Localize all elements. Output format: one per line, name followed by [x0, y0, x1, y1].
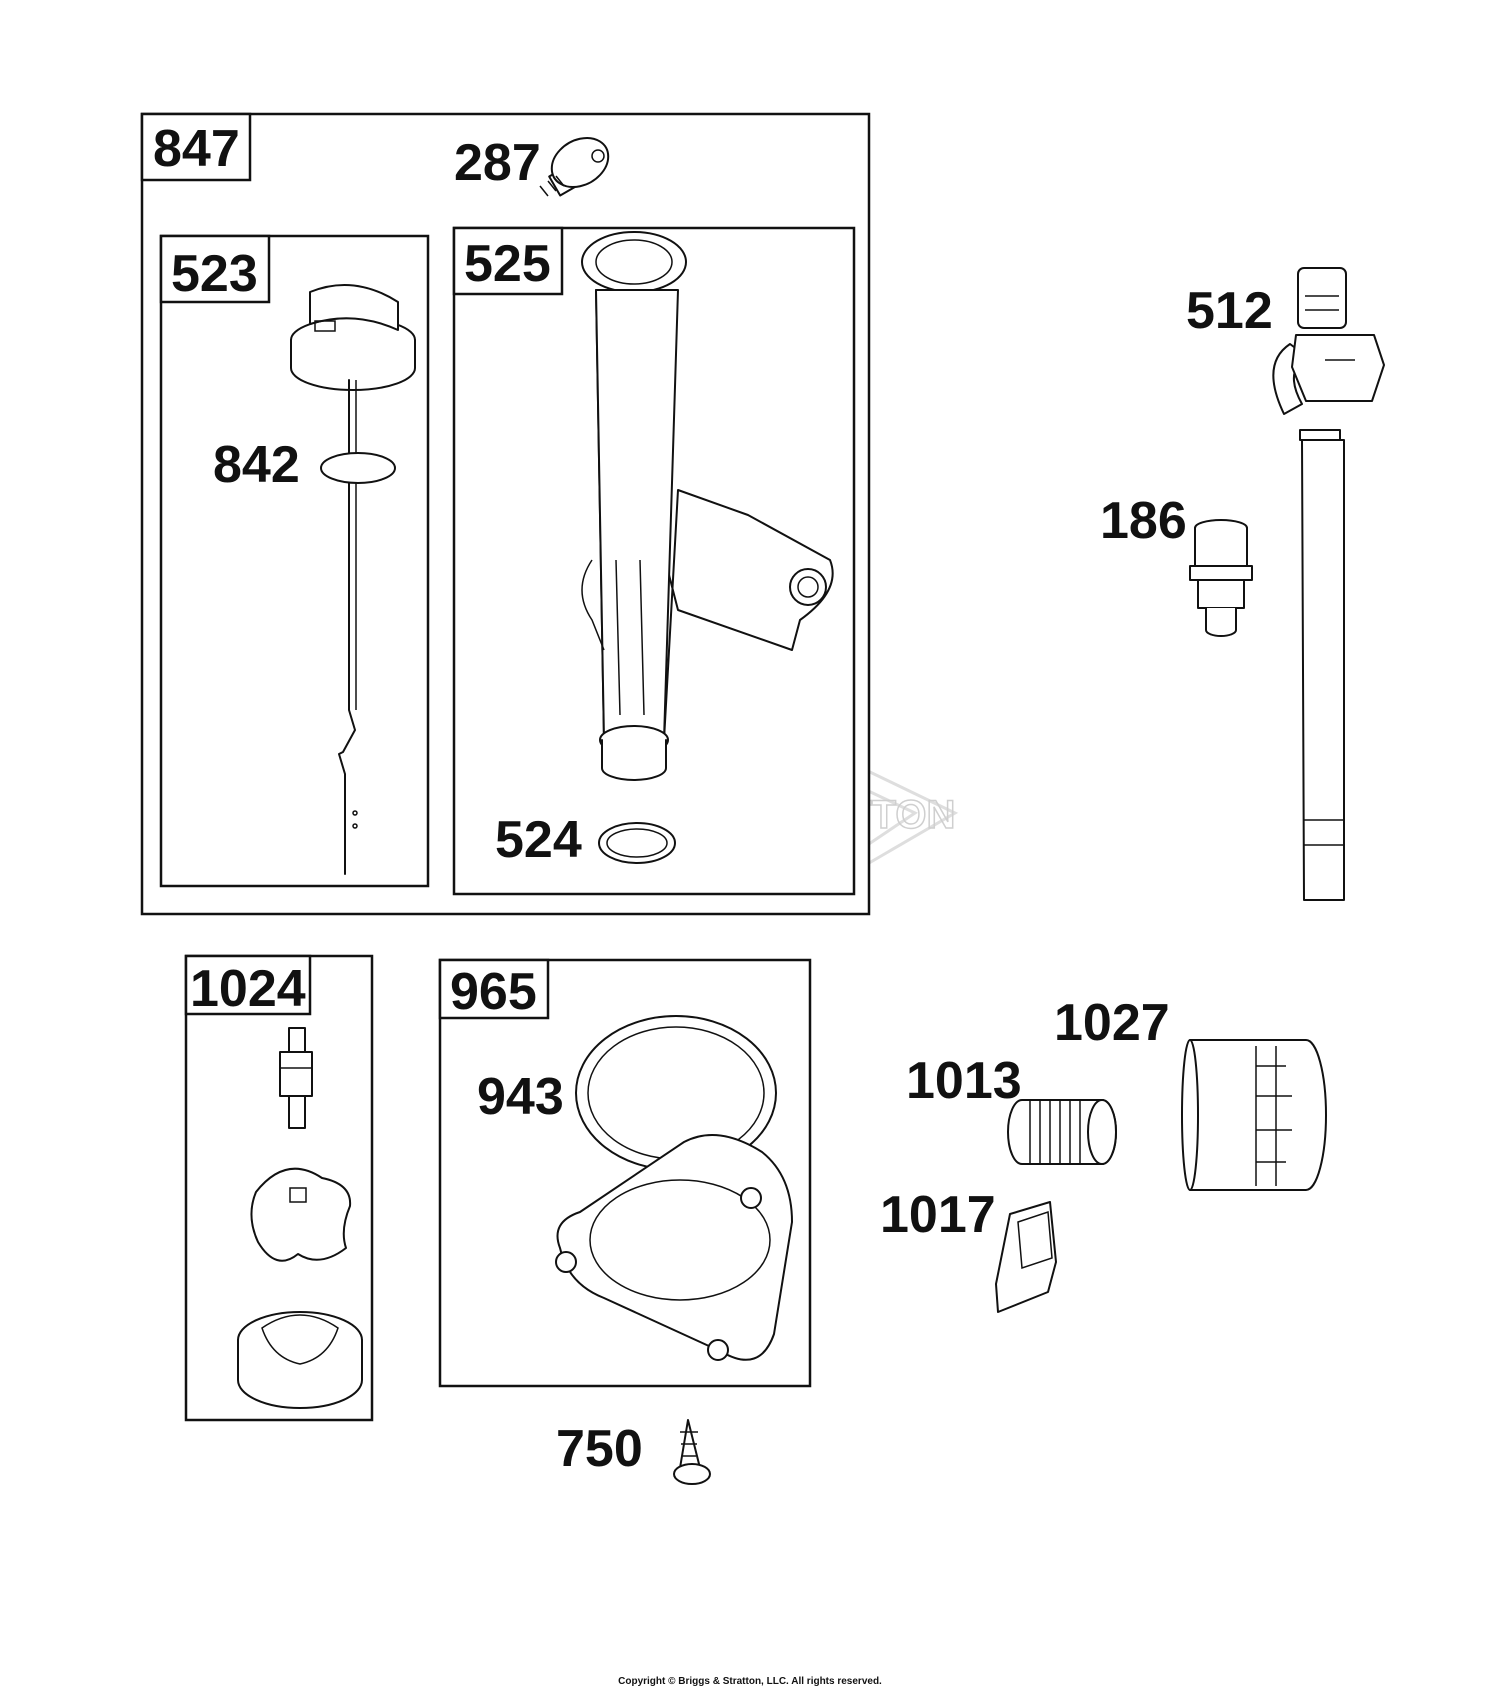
callout-287: 287 — [454, 134, 541, 192]
group-label-525: 525 — [464, 235, 551, 293]
callout-1017: 1017 — [880, 1186, 996, 1244]
callout-524: 524 — [495, 811, 582, 869]
screw-287: 287 — [454, 134, 610, 197]
seal-524 — [598, 822, 676, 864]
callout-1013: 1013 — [906, 1052, 1022, 1110]
callout-512: 512 — [1186, 282, 1273, 340]
group-label-965: 965 — [450, 963, 537, 1021]
callout-943: 943 — [477, 1068, 564, 1126]
gasket-plate — [555, 1133, 793, 1361]
fitting-186: 186 — [1100, 492, 1253, 637]
nipple-1013: 1013 — [906, 1052, 1117, 1165]
callout-186: 186 — [1100, 492, 1187, 550]
callout-1027: 1027 — [1054, 994, 1170, 1052]
group-label-523: 523 — [171, 245, 258, 303]
copyright-notice: Copyright © Briggs & Stratton, LLC. All … — [618, 1676, 882, 1687]
dipstick-tube-525: 524 — [495, 231, 834, 869]
oil-pump-shaft — [279, 1027, 313, 1129]
group-label-847: 847 — [153, 120, 240, 178]
dipstick-assembly-512: 512 — [1186, 267, 1385, 901]
dipstick-523: 842 — [213, 283, 416, 875]
callout-842: 842 — [213, 436, 300, 494]
oil-filter-1027: 1027 — [1054, 994, 1327, 1191]
callout-750: 750 — [556, 1420, 643, 1478]
o-ring-842 — [320, 452, 396, 484]
group-label-1024: 1024 — [190, 960, 306, 1018]
oil-pump-inner-rotor — [250, 1167, 352, 1262]
oil-pump-outer-rotor — [237, 1311, 363, 1409]
screw-750: 750 — [556, 1419, 711, 1485]
part-1017: 1017 — [880, 1186, 1057, 1313]
